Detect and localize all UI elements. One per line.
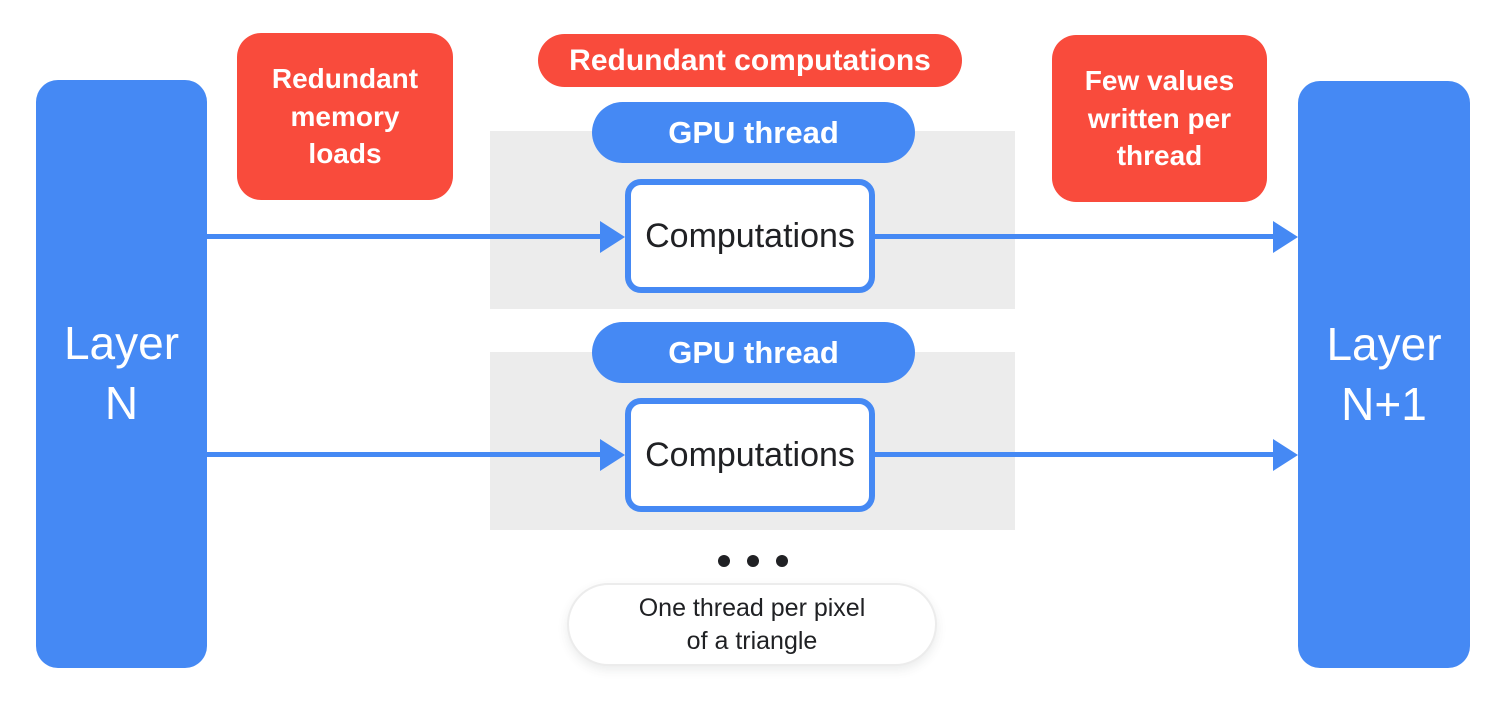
- redundant-computations-callout: Redundant computations: [538, 34, 962, 87]
- arrow-line-row2-left: [207, 452, 604, 457]
- arrow-line-row2-right: [875, 452, 1273, 457]
- arrow-line-row1-left: [207, 234, 604, 239]
- arrow-line-row1-right: [875, 234, 1273, 239]
- ellipsis-icon: [710, 550, 796, 572]
- dot: [776, 555, 788, 567]
- redundant-memory-loads-callout: Redundant memory loads: [237, 33, 453, 200]
- arrow-head-icon: [600, 439, 625, 471]
- arrow-head-icon: [1273, 221, 1298, 253]
- arrow-head-icon: [600, 221, 625, 253]
- layer-n-block: Layer N: [36, 80, 207, 668]
- one-thread-per-pixel-note: One thread per pixel of a triangle: [567, 583, 937, 666]
- gpu-thread-pill-1: GPU thread: [592, 102, 915, 163]
- few-values-written-callout: Few values written per thread: [1052, 35, 1267, 202]
- dot: [747, 555, 759, 567]
- layer-n-plus-1-block: Layer N+1: [1298, 81, 1470, 668]
- gpu-thread-pill-2: GPU thread: [592, 322, 915, 383]
- computations-box-2: Computations: [625, 398, 875, 512]
- arrow-head-icon: [1273, 439, 1298, 471]
- computations-box-1: Computations: [625, 179, 875, 293]
- dot: [718, 555, 730, 567]
